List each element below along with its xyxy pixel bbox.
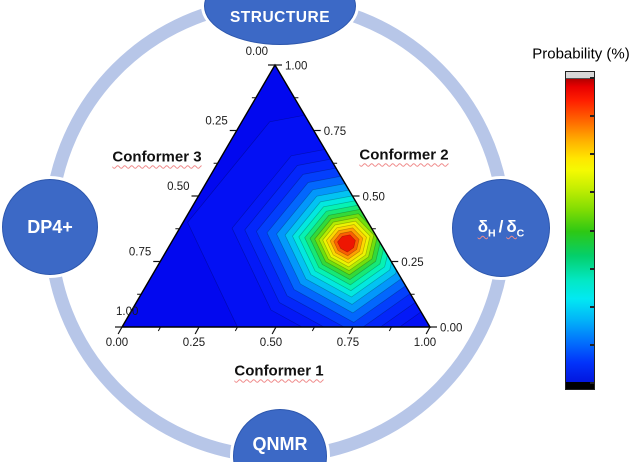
colorbar-gradient	[566, 79, 594, 384]
right-axis-title: Conformer 2	[359, 146, 449, 164]
colorbar-tick	[590, 267, 595, 270]
right-axis-tick-label: 1.00	[285, 61, 307, 73]
colorbar-tick	[590, 153, 595, 156]
left-axis-tick-label: 0.00	[246, 46, 268, 58]
bottom-axis-tick	[425, 326, 431, 335]
colorbar-tick	[590, 305, 595, 308]
colorbar-top-cap	[566, 72, 594, 79]
colorbar-tick	[590, 229, 595, 232]
bottom-axis-tick	[157, 326, 161, 332]
bottom-axis-tick-label: 0.50	[260, 337, 282, 349]
right-axis-tick-label: 0.00	[440, 323, 462, 335]
colorbar-bottom-cap	[566, 382, 594, 389]
left-axis-tick-label: 1.00	[116, 306, 138, 318]
bottom-axis-title: Conformer 1	[234, 362, 324, 380]
colorbar-title: Probability (%)	[532, 45, 630, 63]
node-qnmr-label: QNMR	[252, 434, 308, 454]
colorbar	[565, 71, 595, 390]
bottom-axis-tick-label: 0.25	[183, 337, 205, 349]
left-axis-tick-label: 0.50	[167, 181, 189, 193]
bottom-axis-tick	[234, 326, 238, 332]
contour-level	[337, 234, 356, 253]
node-structure-label: STRUCTURE	[229, 9, 331, 26]
left-axis-tick-label: 0.25	[205, 116, 227, 128]
colorbar-tick	[590, 115, 595, 118]
bottom-axis-tick	[388, 326, 392, 332]
node-delta-shifts-label: δH/δC	[478, 217, 525, 239]
bottom-axis-tick	[348, 326, 354, 335]
delta-h-symbol: δH	[477, 216, 496, 240]
node-delta-shifts: δH/δC	[452, 179, 550, 277]
colorbar-tick	[590, 343, 595, 346]
delta-c-symbol: δC	[506, 216, 525, 240]
right-axis-tick-label: 0.75	[324, 126, 346, 138]
bottom-axis-tick	[194, 326, 200, 335]
colorbar-tick	[590, 77, 595, 79]
right-axis-tick-label: 0.25	[401, 257, 423, 269]
bottom-axis-tick	[117, 326, 123, 335]
left-axis-title: Conformer 3	[112, 148, 202, 166]
node-dp4plus: DP4+	[2, 179, 98, 275]
colorbar-tick	[590, 191, 595, 194]
bottom-axis-tick-label: 0.75	[337, 337, 359, 349]
bottom-axis-tick-label: 1.00	[414, 337, 436, 349]
bottom-axis-tick-label: 0.00	[106, 337, 128, 349]
bottom-axis-tick	[271, 326, 277, 335]
left-axis-tick-label: 0.75	[129, 247, 151, 259]
node-dp4plus-label: DP4+	[27, 216, 73, 237]
bottom-axis-tick	[311, 326, 315, 332]
colorbar-tick	[590, 382, 595, 384]
delta-slash: /	[498, 216, 504, 236]
right-axis-tick-label: 0.50	[363, 192, 385, 204]
